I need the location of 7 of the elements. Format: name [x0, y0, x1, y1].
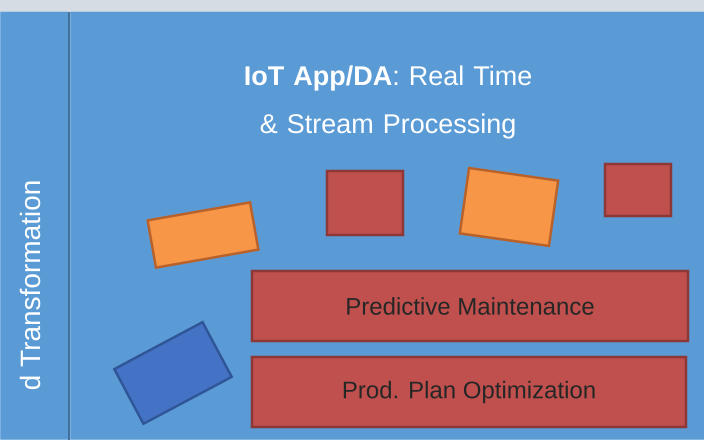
- process-box: Predictive Maintenance: [250, 270, 690, 342]
- band-label: d Transformation: [20, 182, 40, 390]
- panel-title: IoT App/DA: Real Time & Stream Processing: [246, 65, 532, 139]
- side-band: [0, 12, 68, 440]
- square-box: [604, 162, 672, 218]
- square-box: [326, 170, 404, 236]
- process-box: Prod. Plan Optimization: [250, 356, 688, 428]
